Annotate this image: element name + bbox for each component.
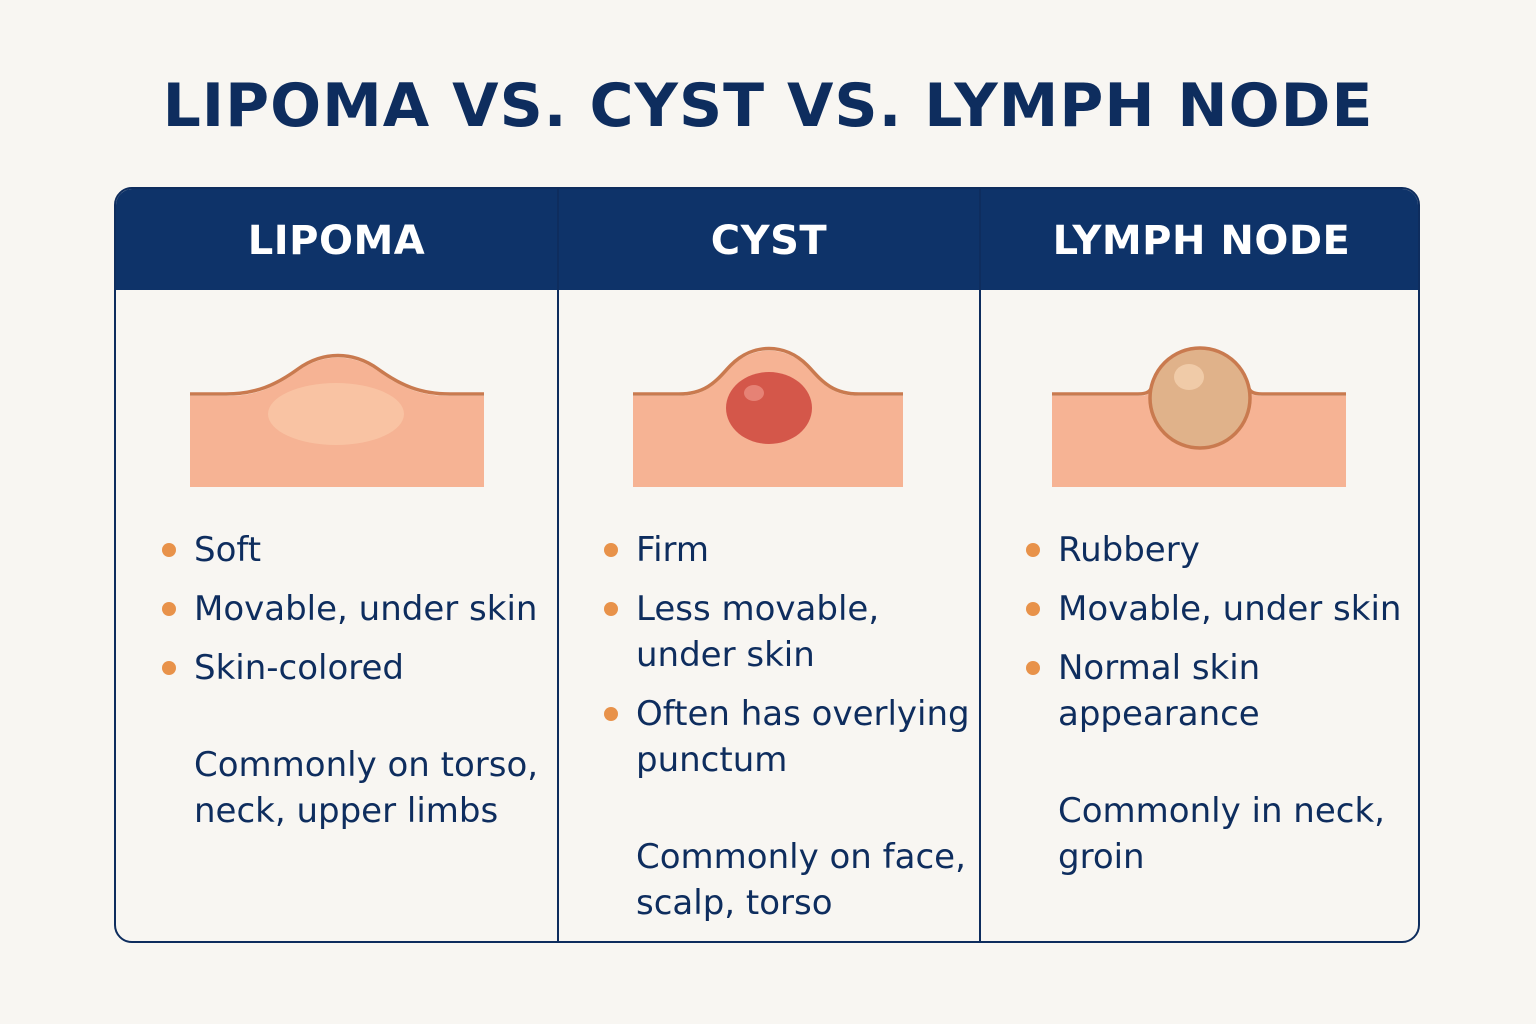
cyst-traits-list: Firm Less movable, under skin Often has … [602,527,977,796]
bullet-icon [604,543,618,557]
bullet-icon [162,543,176,557]
bullet-icon [1026,661,1040,675]
comparison-table: LIPOMA CYST LYMPH NODE Soft Movable, und… [114,187,1420,943]
bullet-icon [162,661,176,675]
trait-text: Rubbery [1058,530,1200,570]
cyst-common-locations: Commonly on face, scalp, torso [636,837,966,923]
trait-text: Skin-colored [194,648,405,688]
column-divider [557,189,559,941]
trait-text: Often has overlying punctum [636,694,970,780]
bullet-icon [1026,602,1040,616]
list-item: Movable, under skin [160,586,555,632]
trait-text: Normal skin appearance [1058,648,1261,734]
trait-text: Soft [194,530,262,570]
column-divider [979,189,981,941]
trait-text: Movable, under skin [194,589,538,629]
bullet-icon [162,602,176,616]
column-header-lymph-node: LYMPH NODE [1052,218,1351,264]
list-item: Movable, under skin [1024,586,1418,632]
list-item: Less movable, under skin [602,586,977,678]
lipoma-skin-diagram-icon [190,353,484,487]
column-header-cyst: CYST [710,218,828,264]
bullet-icon [1026,543,1040,557]
lymph-node-traits-list: Rubbery Movable, under skin Normal skin … [1024,527,1418,750]
trait-text: Less movable, under skin [636,589,880,675]
bullet-icon [604,707,618,721]
lymph-node-skin-diagram-icon [1052,346,1346,487]
list-item: Firm [602,527,977,573]
header-row [116,189,1418,290]
lipoma-traits-list: Soft Movable, under skin Skin-colored [160,527,555,704]
trait-text: Firm [636,530,710,570]
page-title: LIPOMA VS. CYST VS. LYMPH NODE [162,71,1374,141]
list-item: Soft [160,527,555,573]
list-item: Rubbery [1024,527,1418,573]
bullet-icon [604,602,618,616]
list-item: Often has overlying punctum [602,691,977,783]
list-item: Skin-colored [160,645,555,691]
column-header-lipoma: LIPOMA [247,218,426,264]
lymph-node-common-locations: Commonly in neck, groin [1058,791,1385,877]
lipoma-common-locations: Commonly on torso, neck, upper limbs [194,745,539,831]
cyst-skin-diagram-icon [633,346,903,487]
trait-text: Movable, under skin [1058,589,1402,629]
list-item: Normal skin appearance [1024,645,1418,737]
